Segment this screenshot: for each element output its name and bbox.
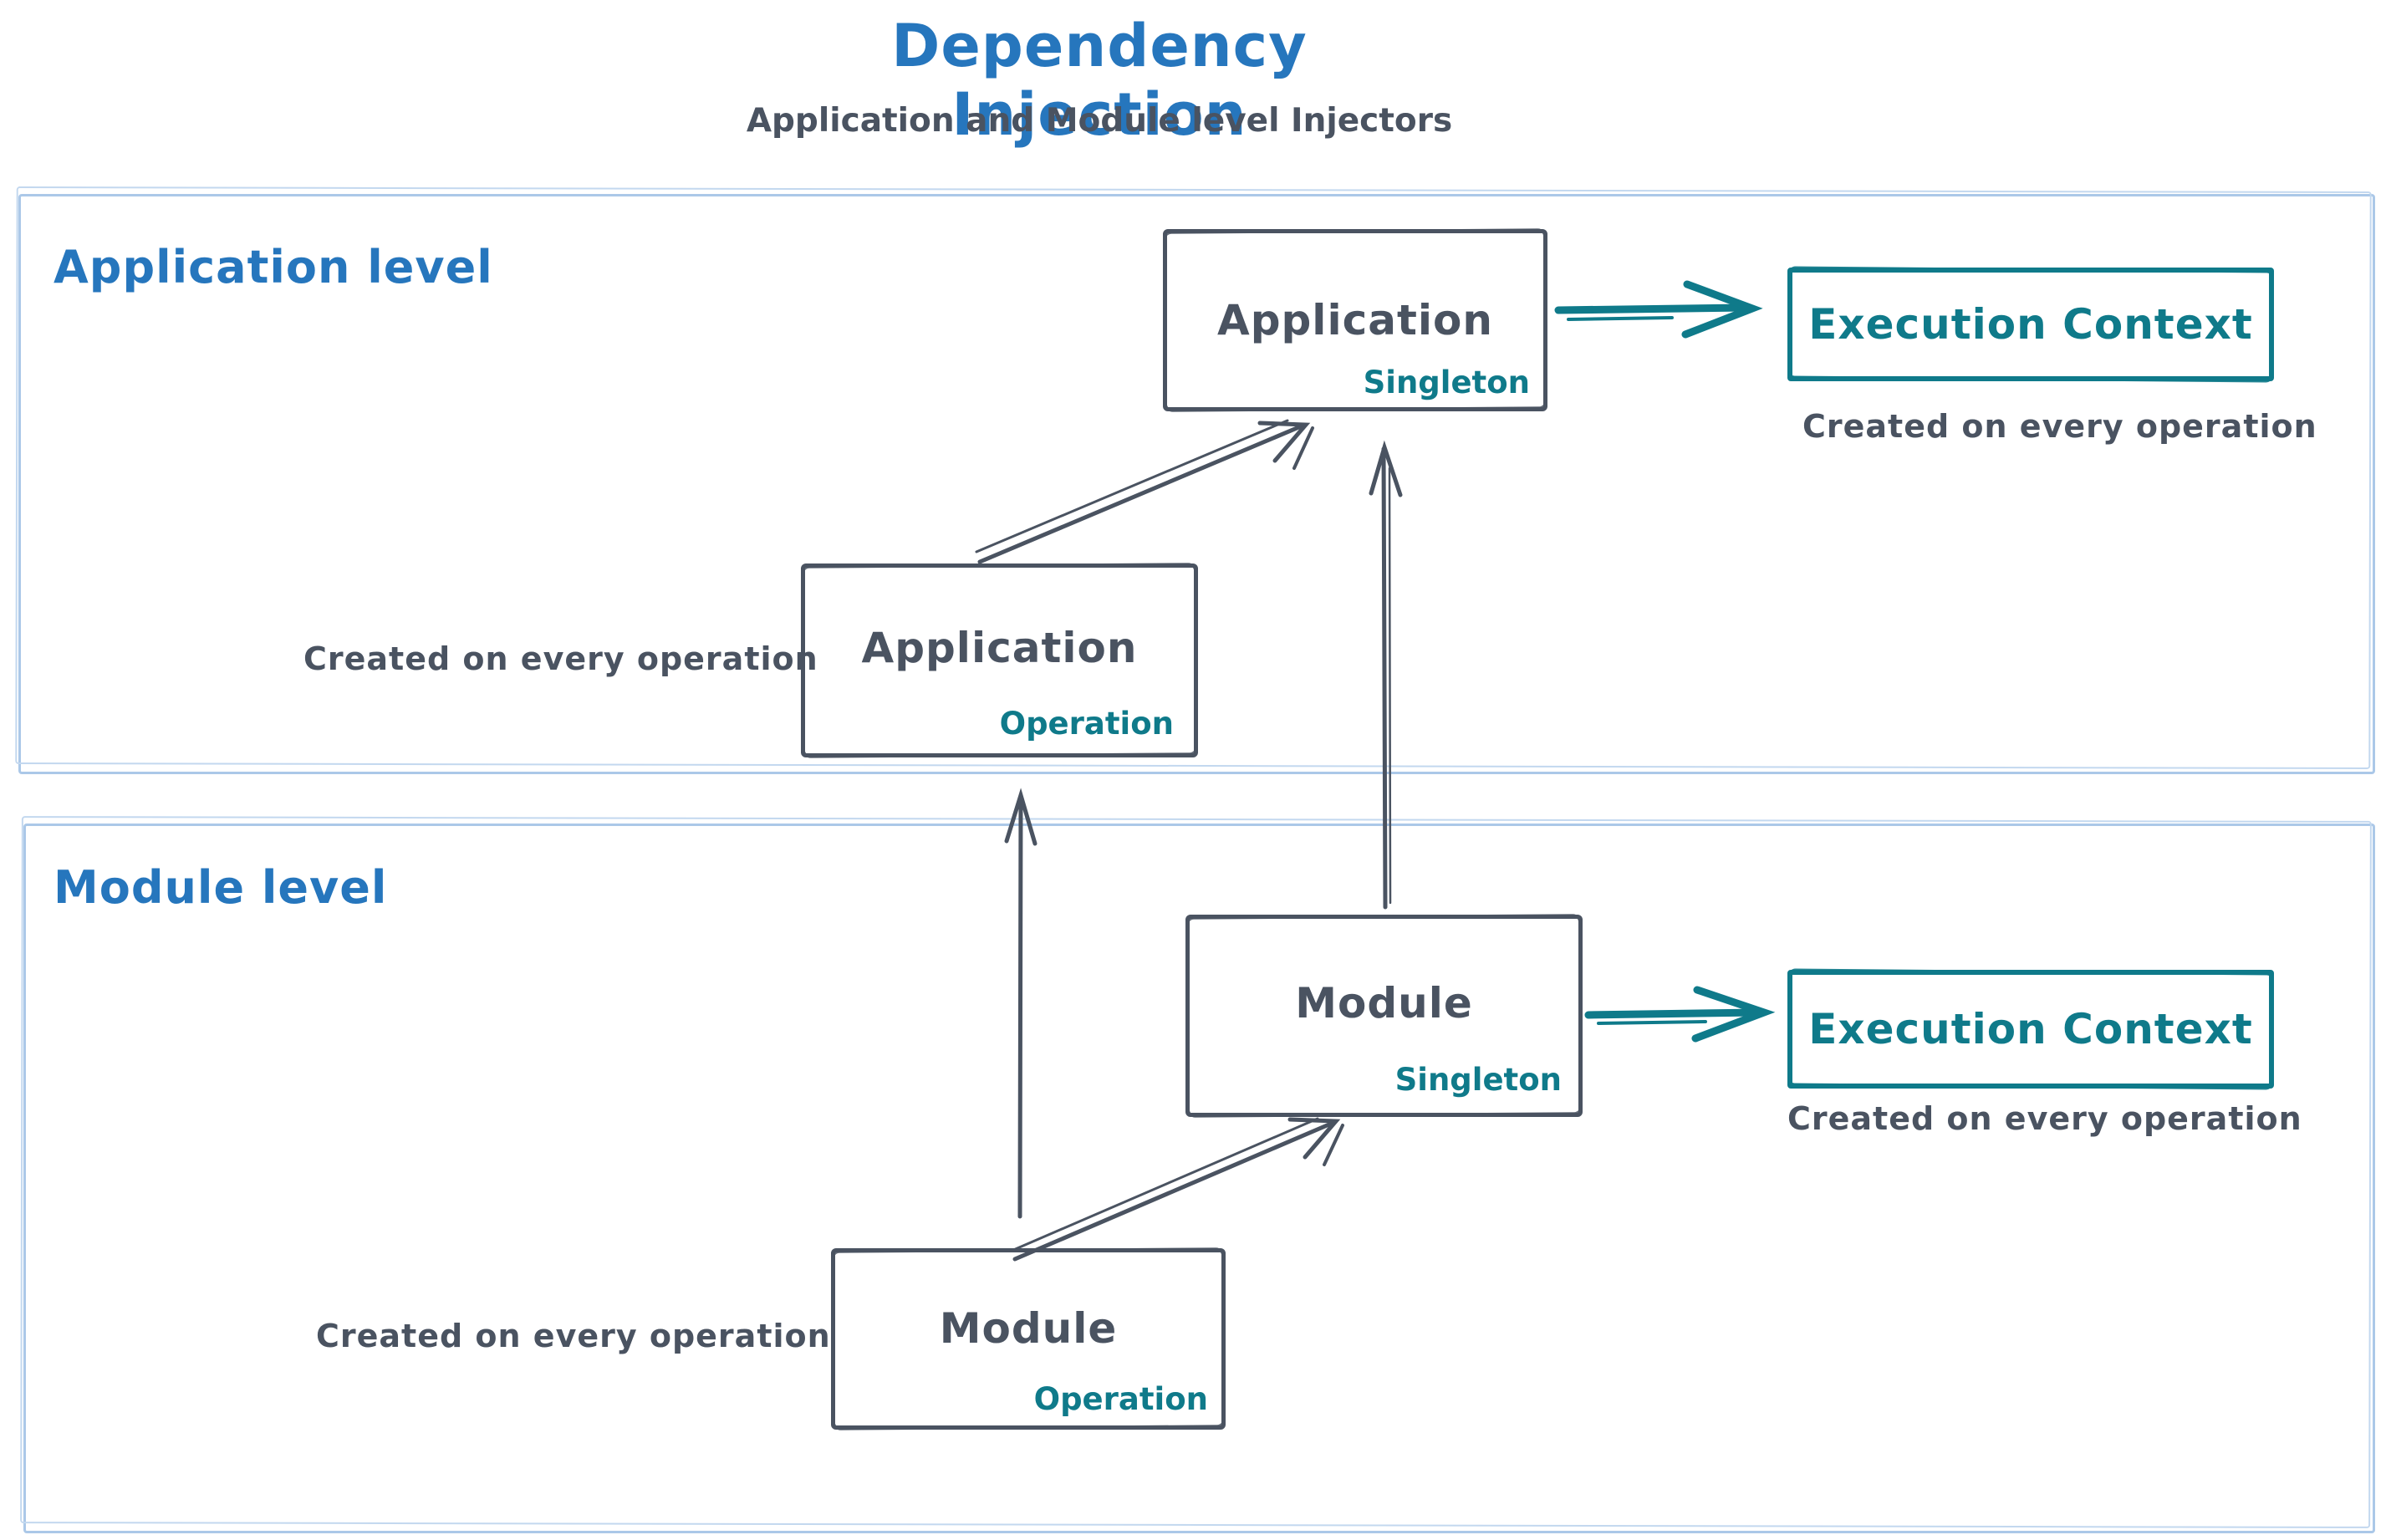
module-level-label: Module level xyxy=(54,861,388,914)
node-application-operation-badge: Operation xyxy=(999,706,1174,742)
node-application-singleton-title: Application xyxy=(1217,296,1493,344)
node-application-singleton: Application Singleton xyxy=(1163,229,1547,411)
diagram-subtitle: Application and Module level Injectors xyxy=(746,102,1453,140)
module-level-container xyxy=(23,824,2375,1533)
application-operation-caption: Created on every operation xyxy=(303,640,818,677)
node-execution-context-application: Execution Context xyxy=(1787,268,2274,381)
node-execution-context-module: Execution Context xyxy=(1787,970,2274,1089)
diagram-title: Dependency Injection xyxy=(891,12,1308,149)
application-level-container xyxy=(18,194,2375,774)
node-module-operation: Module Operation xyxy=(831,1248,1226,1430)
node-application-operation: Application Operation xyxy=(801,563,1198,757)
module-operation-caption: Created on every operation xyxy=(316,1318,831,1354)
execution-context-application-title: Execution Context xyxy=(1808,300,2253,349)
node-module-operation-badge: Operation xyxy=(1033,1381,1208,1417)
node-application-operation-title: Application xyxy=(861,624,1138,672)
node-module-singleton-title: Module xyxy=(1295,979,1473,1028)
node-module-singleton-badge: Singleton xyxy=(1394,1062,1562,1098)
execution-context-application-caption: Created on every operation xyxy=(1802,408,2317,445)
execution-context-module-title: Execution Context xyxy=(1808,1005,2253,1053)
application-level-label: Application level xyxy=(54,241,493,293)
node-application-singleton-badge: Singleton xyxy=(1363,365,1530,400)
execution-context-module-caption: Created on every operation xyxy=(1787,1100,2302,1137)
node-module-singleton: Module Singleton xyxy=(1185,915,1583,1117)
node-module-operation-title: Module xyxy=(939,1303,1118,1353)
